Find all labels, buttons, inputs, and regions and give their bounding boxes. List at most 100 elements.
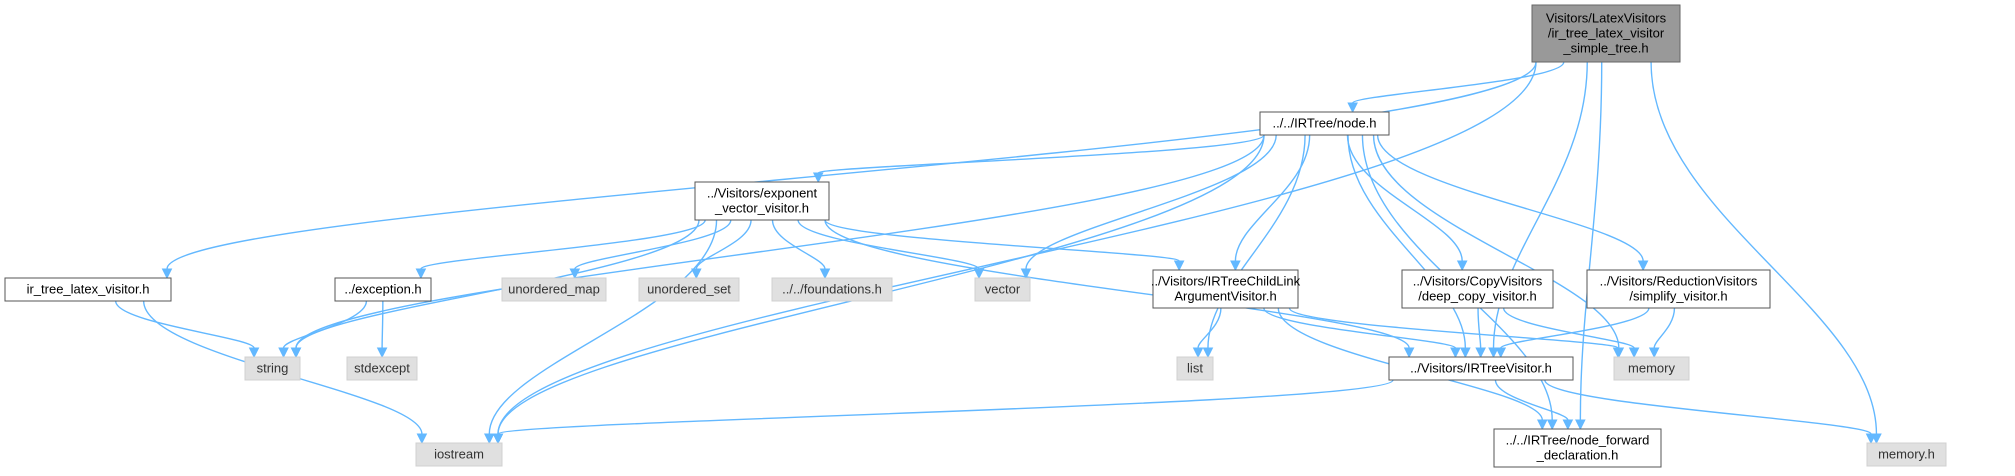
arrowhead-node_h-to-nodefwd xyxy=(1546,419,1558,431)
arrowhead-exponent-to-string xyxy=(290,347,302,359)
arrowhead-exponent-to-iostream xyxy=(483,433,495,445)
edge-childlink-to-memory xyxy=(1288,307,1619,349)
node-ir_tree_latex[interactable]: ir_tree_latex_visitor.h xyxy=(4,277,172,302)
arrowhead-deepcopy-to-irtreevisitor xyxy=(1475,347,1486,359)
node-label-string-0: string xyxy=(257,361,289,376)
node-label-simplify-0: ../Visitors/ReductionVisitors xyxy=(1600,274,1758,289)
edge-node_h-to-exponent xyxy=(817,134,1265,174)
node-label-unordered_set-0: unordered_set xyxy=(647,282,731,297)
node-box-vector xyxy=(974,277,1031,302)
edge-exponent-to-foundations xyxy=(771,219,826,270)
node-box-foundations xyxy=(771,277,893,302)
arrowhead-irtreevisitor-to-iostream xyxy=(492,433,504,445)
edge-exception-to-string xyxy=(282,300,368,349)
edge-exponent-to-iostream xyxy=(488,219,718,435)
arrowhead-node_h-to-irtreevisitor xyxy=(1460,347,1471,359)
arrowhead-ir_tree_latex-to-iostream xyxy=(416,433,428,445)
node-box-unordered_set xyxy=(638,277,740,302)
arrowhead-simplify-to-irtreevisitor xyxy=(1495,347,1507,359)
edge-exponent-to-unordered_map xyxy=(574,219,732,270)
node-box-stdexcept xyxy=(346,356,418,381)
edge-root-to-irtreevisitor xyxy=(1492,61,1588,349)
node-label-nodefwd-1: _declaration.h xyxy=(1536,448,1619,463)
node-childlink[interactable]: ../Visitors/IRTreeChildLinkArgumentVisit… xyxy=(1151,269,1301,309)
arrowhead-node_h-to-childlink xyxy=(1230,260,1241,272)
node-memory_h: memory.h xyxy=(1866,442,1947,467)
node-box-list xyxy=(1176,356,1214,381)
arrowhead-exponent-to-foundations xyxy=(819,268,831,280)
node-label-childlink-0: ../Visitors/IRTreeChildLink xyxy=(1151,274,1301,289)
edge-irtreevisitor-to-memory_h xyxy=(1544,379,1872,435)
edge-childlink-to-list xyxy=(1197,307,1222,349)
node-box-string xyxy=(244,356,301,381)
node-label-memory_h-0: memory.h xyxy=(1878,447,1935,462)
node-label-unordered_map-0: unordered_map xyxy=(508,282,600,297)
node-box-exception xyxy=(334,277,432,302)
arrowhead-exponent-to-childlink xyxy=(1173,260,1185,272)
arrowhead-root-to-irtreevisitor xyxy=(1488,347,1499,359)
arrowhead-node_h-to-list xyxy=(1202,347,1214,359)
node-iostream: iostream xyxy=(415,442,503,467)
node-root[interactable]: Visitors/LatexVisitors/ir_tree_latex_vis… xyxy=(1531,4,1681,63)
node-label-root-1: /ir_tree_latex_visitor xyxy=(1548,26,1665,41)
node-label-nodefwd-0: ../../IRTree/node_forward xyxy=(1506,433,1650,448)
node-label-exception-0: ../exception.h xyxy=(344,282,421,297)
node-node_h[interactable]: ../../IRTree/node.h xyxy=(1259,111,1390,136)
arrowhead-childlink-to-list xyxy=(1192,347,1204,359)
node-label-iostream-0: iostream xyxy=(434,447,484,462)
edge-deepcopy-to-memory xyxy=(1502,307,1635,349)
node-foundations: ../../foundations.h xyxy=(771,277,893,302)
node-label-memory-0: memory xyxy=(1628,361,1675,376)
node-unordered_map: unordered_map xyxy=(501,277,607,302)
node-label-foundations-0: ../../foundations.h xyxy=(782,282,882,297)
edge-exception-to-stdexcept xyxy=(381,300,384,349)
edge-node_h-to-memory xyxy=(1372,134,1620,349)
node-box-childlink xyxy=(1152,269,1299,309)
node-label-list-0: list xyxy=(1187,361,1203,376)
edge-root-to-nodefwd xyxy=(1579,61,1603,421)
arrowhead-deepcopy-to-memory xyxy=(1628,347,1640,359)
node-nodefwd[interactable]: ../../IRTree/node_forward_declaration.h xyxy=(1493,428,1662,468)
node-box-root xyxy=(1531,4,1681,63)
node-exception[interactable]: ../exception.h xyxy=(334,277,432,302)
node-box-iostream xyxy=(415,442,503,467)
arrowhead-irtreevisitor-to-nodefwd xyxy=(1562,419,1574,431)
edge-simplify-to-irtreevisitor xyxy=(1500,307,1650,349)
node-box-ir_tree_latex xyxy=(4,277,172,302)
arrowhead-root-to-node_h xyxy=(1347,102,1358,114)
node-box-exponent xyxy=(694,181,830,221)
arrowhead-irtreevisitor-to-memory_h xyxy=(1865,433,1877,445)
node-box-memory xyxy=(1613,356,1690,381)
node-exponent[interactable]: ../Visitors/exponent_vector_visitor.h xyxy=(694,181,830,221)
arrowhead-node_h-to-deepcopy xyxy=(1456,260,1468,272)
node-deepcopy[interactable]: ../Visitors/CopyVisitors/deep_copy_visit… xyxy=(1401,269,1554,309)
node-string: string xyxy=(244,356,301,381)
arrowhead-node_h-to-simplify xyxy=(1637,260,1649,272)
arrowhead-childlink-to-irtreevisitor xyxy=(1450,347,1461,359)
edge-ir_tree_latex-to-string xyxy=(114,300,255,349)
edge-node_h-to-irtreevisitor xyxy=(1347,134,1467,349)
edge-node_h-to-simplify xyxy=(1376,134,1644,262)
node-box-nodefwd xyxy=(1493,428,1662,468)
arrowhead-childlink-to-memory xyxy=(1612,347,1624,359)
arrowhead-node_h-to-exponent xyxy=(812,172,824,184)
edge-irtreevisitor-to-iostream xyxy=(497,379,1394,435)
node-irtreevisitor[interactable]: ../Visitors/IRTreeVisitor.h xyxy=(1388,356,1574,381)
node-simplify[interactable]: ../Visitors/ReductionVisitors/simplify_v… xyxy=(1586,269,1771,309)
node-unordered_set: unordered_set xyxy=(638,277,740,302)
node-box-simplify xyxy=(1586,269,1771,309)
edge-node_h-to-string xyxy=(295,134,1265,349)
node-vector: vector xyxy=(974,277,1031,302)
edge-deepcopy-to-irtreevisitor xyxy=(1477,307,1482,349)
nodes-layer: Visitors/LatexVisitors/ir_tree_latex_vis… xyxy=(4,4,1947,468)
node-label-deepcopy-0: ../Visitors/CopyVisitors xyxy=(1413,274,1543,289)
edge-root-to-node_h xyxy=(1351,61,1565,104)
node-label-stdexcept-0: stdexcept xyxy=(354,361,410,376)
arrowhead-root-to-ir_tree_latex xyxy=(161,268,173,280)
arrowhead-root-to-nodefwd xyxy=(1575,419,1586,431)
node-label-vector-0: vector xyxy=(985,282,1021,297)
edge-exponent-to-irtreevisitor xyxy=(824,219,1410,349)
node-label-simplify-1: /simplify_visitor.h xyxy=(1629,289,1727,304)
arrowhead-exponent-to-exception xyxy=(415,268,427,280)
edge-exponent-to-childlink xyxy=(824,219,1180,262)
